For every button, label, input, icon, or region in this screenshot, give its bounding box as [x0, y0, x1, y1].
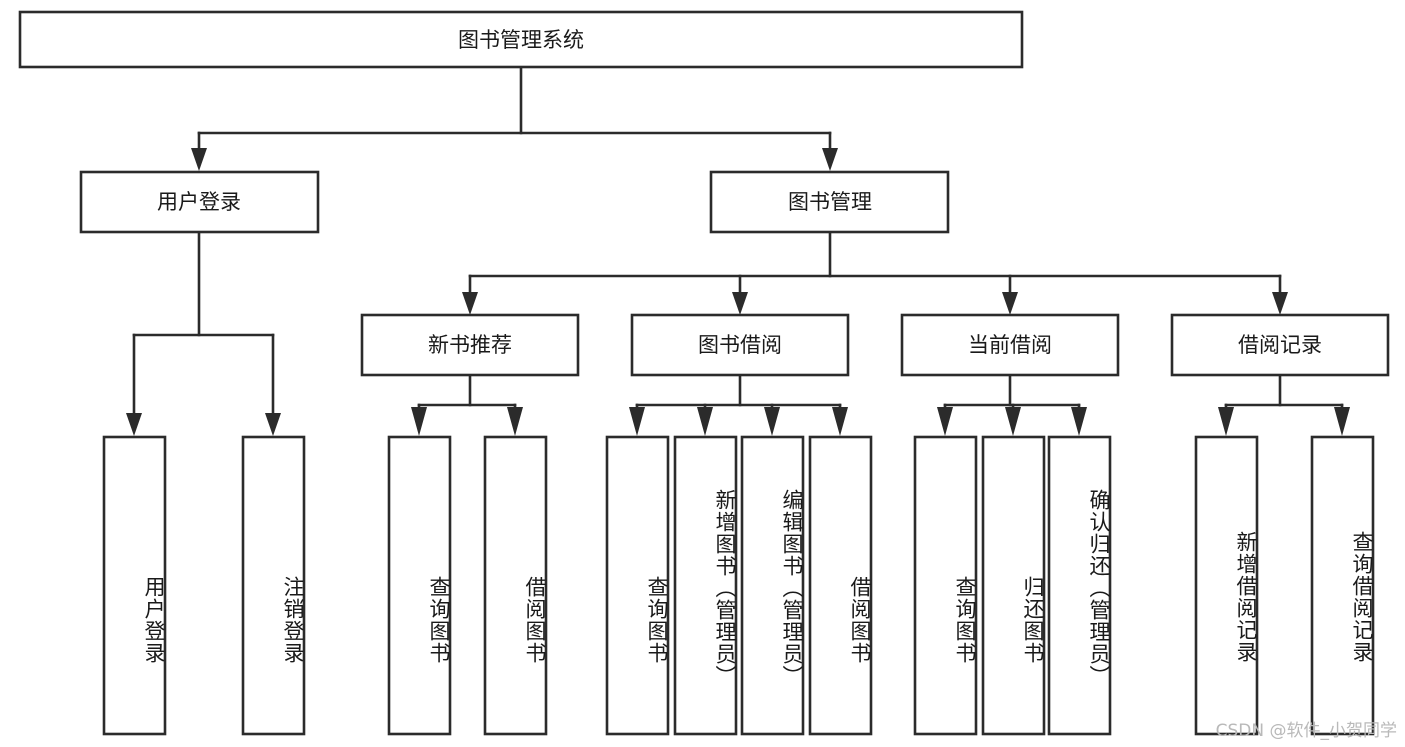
arrow-head-icon — [507, 407, 523, 436]
arrow-head-icon — [1071, 407, 1087, 436]
node-book-manage[interactable]: 图书管理 — [709, 170, 950, 234]
leaf-box-query-book-2[interactable] — [605, 435, 670, 736]
node-current-borrow[interactable]: 当前借阅 — [900, 313, 1120, 377]
connector-borrow-record-to-leaves — [1218, 373, 1350, 436]
connector-new-book-to-leaves — [411, 373, 523, 436]
leaf-box-user-login[interactable] — [102, 435, 167, 736]
arrow-head-icon — [411, 407, 427, 436]
leaf-box-query-book-1[interactable] — [387, 435, 452, 736]
connector-current-borrow-to-leaves — [937, 373, 1087, 436]
node-label: 当前借阅 — [968, 333, 1052, 357]
node-label: 用户登录 — [157, 190, 241, 214]
node-borrow-record[interactable]: 借阅记录 — [1170, 313, 1390, 377]
node-box[interactable] — [360, 313, 580, 377]
node-book-borrow[interactable]: 图书借阅 — [630, 313, 850, 377]
leaf-box-borrow-book-2[interactable] — [808, 435, 873, 736]
leaf-box-add-record[interactable] — [1194, 435, 1259, 736]
node-label: 图书管理系统 — [458, 28, 584, 52]
node-box[interactable] — [1170, 313, 1390, 377]
arrow-head-icon — [1334, 407, 1350, 436]
node-label: 新书推荐 — [428, 333, 512, 357]
arrow-head-icon — [1002, 292, 1018, 315]
connector-book-borrow-to-leaves — [629, 373, 848, 436]
arrow-head-icon — [126, 413, 142, 436]
arrow-head-icon — [1272, 292, 1288, 315]
arrow-head-icon — [937, 407, 953, 436]
leaf-box-query-record[interactable] — [1310, 435, 1375, 736]
arrow-head-icon — [1218, 407, 1234, 436]
leaf-box-edit-book[interactable] — [740, 435, 805, 736]
node-user-login[interactable]: 用户登录 — [79, 170, 320, 234]
arrow-head-icon — [732, 292, 748, 315]
node-root[interactable]: 图书管理系统 — [18, 10, 1024, 69]
arrow-head-icon — [1005, 407, 1021, 436]
node-box[interactable] — [18, 10, 1024, 69]
node-new-book-recommend[interactable]: 新书推荐 — [360, 313, 580, 377]
leaf-box-logout[interactable] — [241, 435, 306, 736]
node-label: 图书借阅 — [698, 333, 782, 357]
leaf-box-borrow-book-1[interactable] — [483, 435, 548, 736]
leaf-box-query-book-3[interactable] — [913, 435, 978, 736]
arrow-head-icon — [764, 407, 780, 436]
node-box[interactable] — [79, 170, 320, 234]
connector-root-to-level2 — [191, 65, 838, 171]
connector-user-login-to-leaves — [126, 230, 281, 436]
arrow-head-icon — [822, 148, 838, 171]
arrow-head-icon — [832, 407, 848, 436]
leaf-box-return-book[interactable] — [981, 435, 1046, 736]
arrow-head-icon — [265, 413, 281, 436]
node-label: 图书管理 — [788, 190, 872, 214]
node-box[interactable] — [709, 170, 950, 234]
arrow-head-icon — [462, 292, 478, 315]
connector-book-manage-to-level3 — [462, 230, 1288, 315]
node-label: 借阅记录 — [1238, 333, 1322, 357]
arrow-head-icon — [697, 407, 713, 436]
leaf-box-add-book[interactable] — [673, 435, 738, 736]
leaf-box-confirm-return[interactable] — [1047, 435, 1112, 736]
arrow-head-icon — [629, 407, 645, 436]
node-box[interactable] — [900, 313, 1120, 377]
node-box[interactable] — [630, 313, 850, 377]
arrow-head-icon — [191, 148, 207, 171]
